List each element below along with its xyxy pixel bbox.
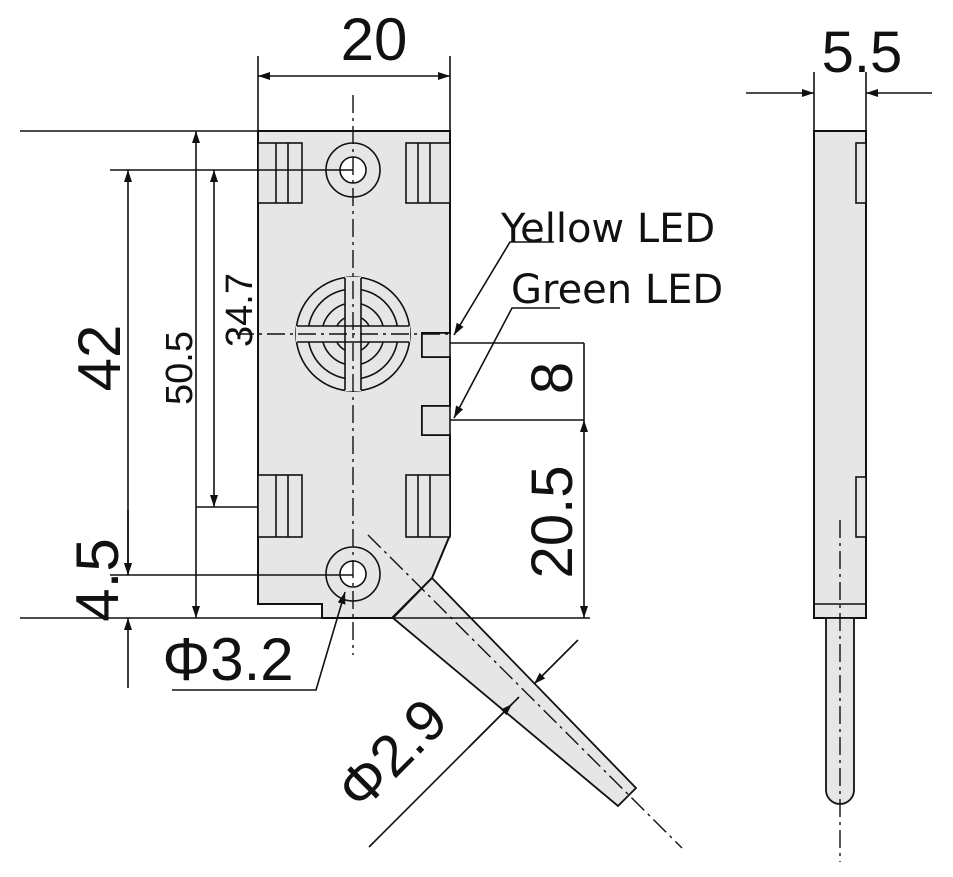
bottom-left-clip [257,474,303,538]
hole-offset-dimension: 4.5 [64,538,131,621]
width-dimension: 20 [341,6,408,73]
cable-diameter-dimension: Φ2.9 [324,686,460,822]
yellow-led [421,332,451,358]
led-height-dimension: 20.5 [520,466,585,579]
thickness-dimension: 5.5 [822,20,903,85]
dimension-lines [20,56,932,848]
bottom-right-clip [405,474,451,538]
length-dimension: 42 [66,325,133,392]
green-led [421,405,451,436]
led-pitch-dimension: 8 [520,362,585,394]
hole-pitch-dimension: 34.7 [219,273,261,347]
cable [367,534,683,849]
dimension-labels: 20 5.5 42 50.5 34.7 4.5 8 20.5 Φ3.2 Φ2.9… [64,6,902,822]
front-view [236,95,683,849]
top-left-clip [257,142,303,204]
green-led-label: Green LED [511,267,723,313]
hole-diameter-dimension: Φ3.2 [162,626,293,693]
yellow-led-label: Yellow LED [500,206,715,252]
top-right-clip [405,142,451,204]
overall-length-dimension: 50.5 [159,331,201,405]
side-view [813,130,867,862]
